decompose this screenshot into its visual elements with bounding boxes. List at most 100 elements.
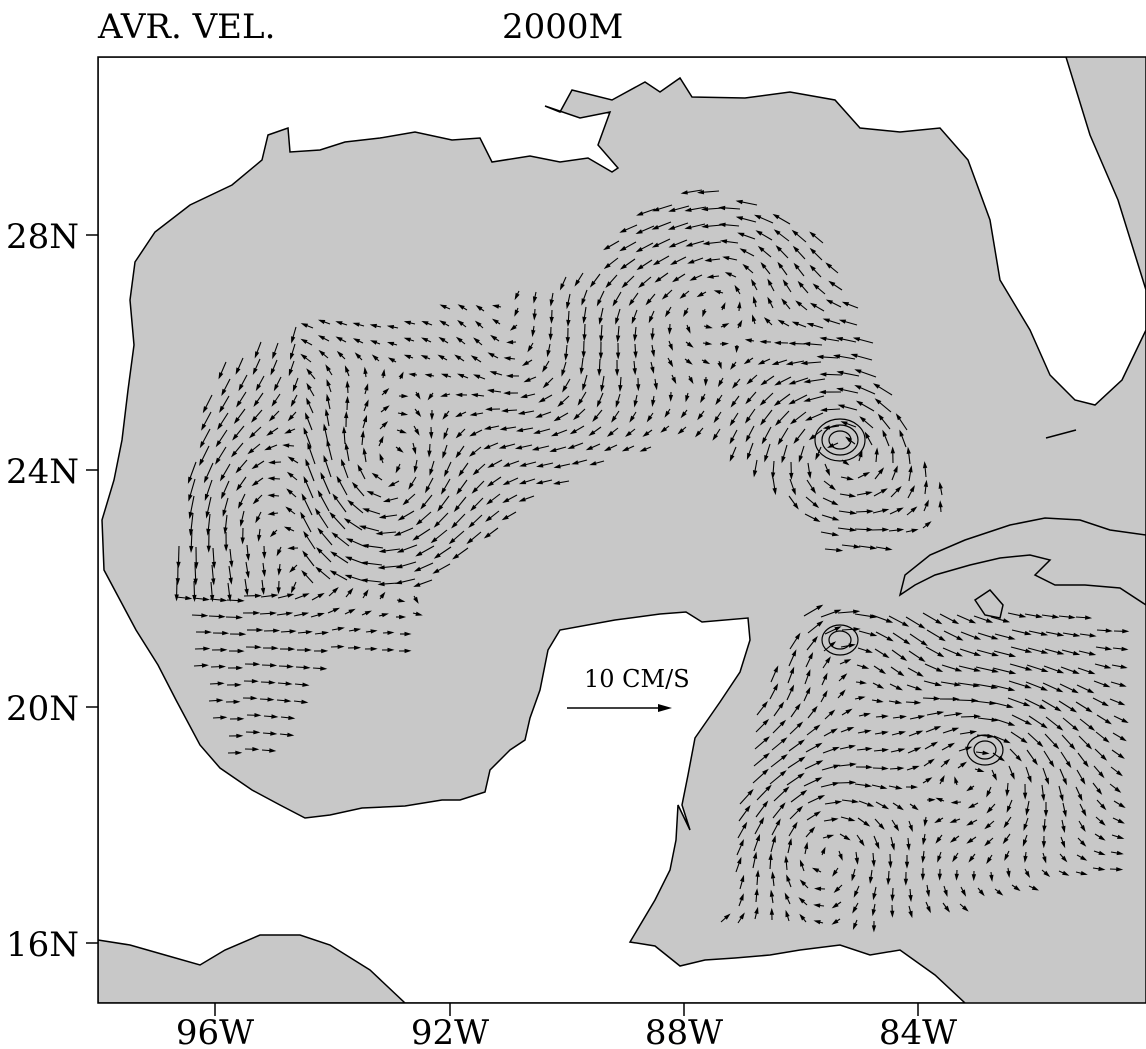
velocity-arrowhead [514, 445, 523, 450]
velocity-arrowhead [266, 430, 274, 436]
velocity-arrowhead [897, 527, 905, 533]
velocity-arrowhead [305, 630, 313, 635]
velocity-arrowhead [289, 566, 296, 573]
velocity-arrowhead [415, 519, 423, 526]
velocity-arrowhead [849, 527, 857, 532]
velocity-arrowhead [671, 376, 677, 385]
velocity-arrowhead [660, 426, 668, 433]
velocity-arrowhead [937, 651, 945, 658]
velocity-arrowhead [588, 430, 596, 436]
velocity-arrowhead [394, 580, 403, 585]
velocity-arrowhead [317, 489, 323, 498]
velocity-arrowhead [414, 428, 420, 436]
velocity-arrowhead [771, 835, 776, 843]
velocity-arrowhead [1121, 718, 1129, 723]
velocity-arrowhead [362, 508, 370, 513]
velocity-arrowhead [202, 406, 208, 414]
velocity-arrowhead [336, 475, 342, 483]
ocean-area [98, 57, 1146, 1003]
velocity-arrowhead [219, 474, 226, 482]
velocity-arrowhead [910, 506, 918, 513]
velocity-arrowhead [269, 611, 277, 616]
velocity-arrowhead [503, 356, 511, 361]
velocity-arrowhead [1088, 669, 1096, 675]
velocity-arrowhead [639, 447, 647, 452]
velocity-arrowhead [472, 468, 480, 476]
velocity-arrowhead [457, 319, 464, 326]
velocity-arrowhead [357, 464, 363, 472]
velocity-arrowhead [836, 547, 844, 553]
velocity-arrowhead [742, 263, 750, 271]
velocity-arrowhead [723, 913, 731, 920]
velocity-arrowhead [535, 413, 543, 418]
velocity-arrowhead [943, 758, 951, 765]
velocity-arrowhead [566, 319, 571, 327]
velocity-arrowhead [625, 431, 632, 437]
velocity-arrowhead [697, 190, 705, 195]
velocity-arrowhead [770, 871, 776, 879]
velocity-arrowhead [1121, 646, 1129, 652]
velocity-arrowhead [532, 296, 538, 304]
velocity-arrowhead [401, 393, 409, 399]
velocity-arrowhead [615, 352, 621, 360]
velocity-arrowhead [947, 742, 955, 749]
velocity-arrowhead [904, 861, 910, 869]
lon-label-88w: 88W [645, 1013, 723, 1049]
eddy-ring [828, 630, 852, 650]
velocity-arrowhead [237, 716, 245, 722]
velocity-arrowhead [998, 755, 1005, 762]
velocity-arrowhead [351, 481, 359, 489]
velocity-arrowhead [949, 836, 957, 843]
velocity-arrowhead [642, 431, 650, 437]
velocity-arrowhead [505, 373, 513, 379]
velocity-arrowhead [852, 922, 858, 930]
velocity-arrowhead [353, 627, 362, 633]
velocity-arrowhead [415, 551, 423, 557]
velocity-arrowhead [906, 843, 911, 851]
velocity-arrowhead [759, 339, 767, 344]
velocity-arrowhead [730, 363, 736, 370]
velocity-arrowhead [930, 741, 939, 747]
velocity-arrowhead [254, 713, 262, 718]
velocity-arrowhead [235, 466, 242, 474]
velocity-arrowhead [1103, 682, 1111, 688]
velocity-arrowhead [443, 432, 448, 440]
velocity-arrowhead [395, 466, 401, 474]
velocity-arrowhead [336, 350, 344, 358]
velocity-arrowhead [680, 190, 688, 195]
velocity-arrowhead [318, 349, 326, 357]
velocity-arrowhead [1068, 614, 1076, 620]
velocity-arrowhead [761, 437, 767, 445]
velocity-arrowhead [415, 410, 422, 418]
velocity-arrowhead [501, 408, 509, 413]
velocity-arrowhead [252, 747, 260, 752]
velocity-arrowhead [399, 614, 407, 620]
velocity-arrowhead [240, 537, 245, 545]
velocity-arrowhead [252, 497, 260, 505]
velocity-arrowhead [337, 644, 345, 649]
velocity-arrowhead [794, 703, 801, 711]
velocity-arrowhead [1040, 722, 1048, 729]
velocity-arrowhead [754, 906, 759, 914]
velocity-arrowhead [1020, 737, 1028, 744]
velocity-arrowhead [317, 335, 326, 341]
velocity-arrowhead [381, 421, 389, 428]
velocity-arrowhead [962, 905, 969, 912]
velocity-arrowhead [813, 903, 821, 908]
velocity-arrowhead [437, 354, 445, 360]
velocity-arrowhead [455, 451, 462, 459]
velocity-arrowhead [433, 521, 441, 528]
velocity-arrowhead [881, 730, 889, 736]
velocity-arrowhead [596, 400, 602, 408]
velocity-arrowhead [897, 766, 905, 771]
velocity-arrowhead [704, 257, 712, 263]
velocity-arrowhead [1060, 840, 1066, 849]
velocity-arrowhead [562, 385, 568, 393]
velocity-arrowhead [938, 500, 943, 508]
velocity-arrowhead [354, 645, 362, 650]
velocity-arrowhead [739, 839, 744, 847]
velocity-arrowhead [323, 423, 328, 431]
velocity-arrowhead [412, 447, 417, 455]
velocity-arrowhead [773, 683, 779, 691]
velocity-arrowhead [943, 889, 948, 897]
